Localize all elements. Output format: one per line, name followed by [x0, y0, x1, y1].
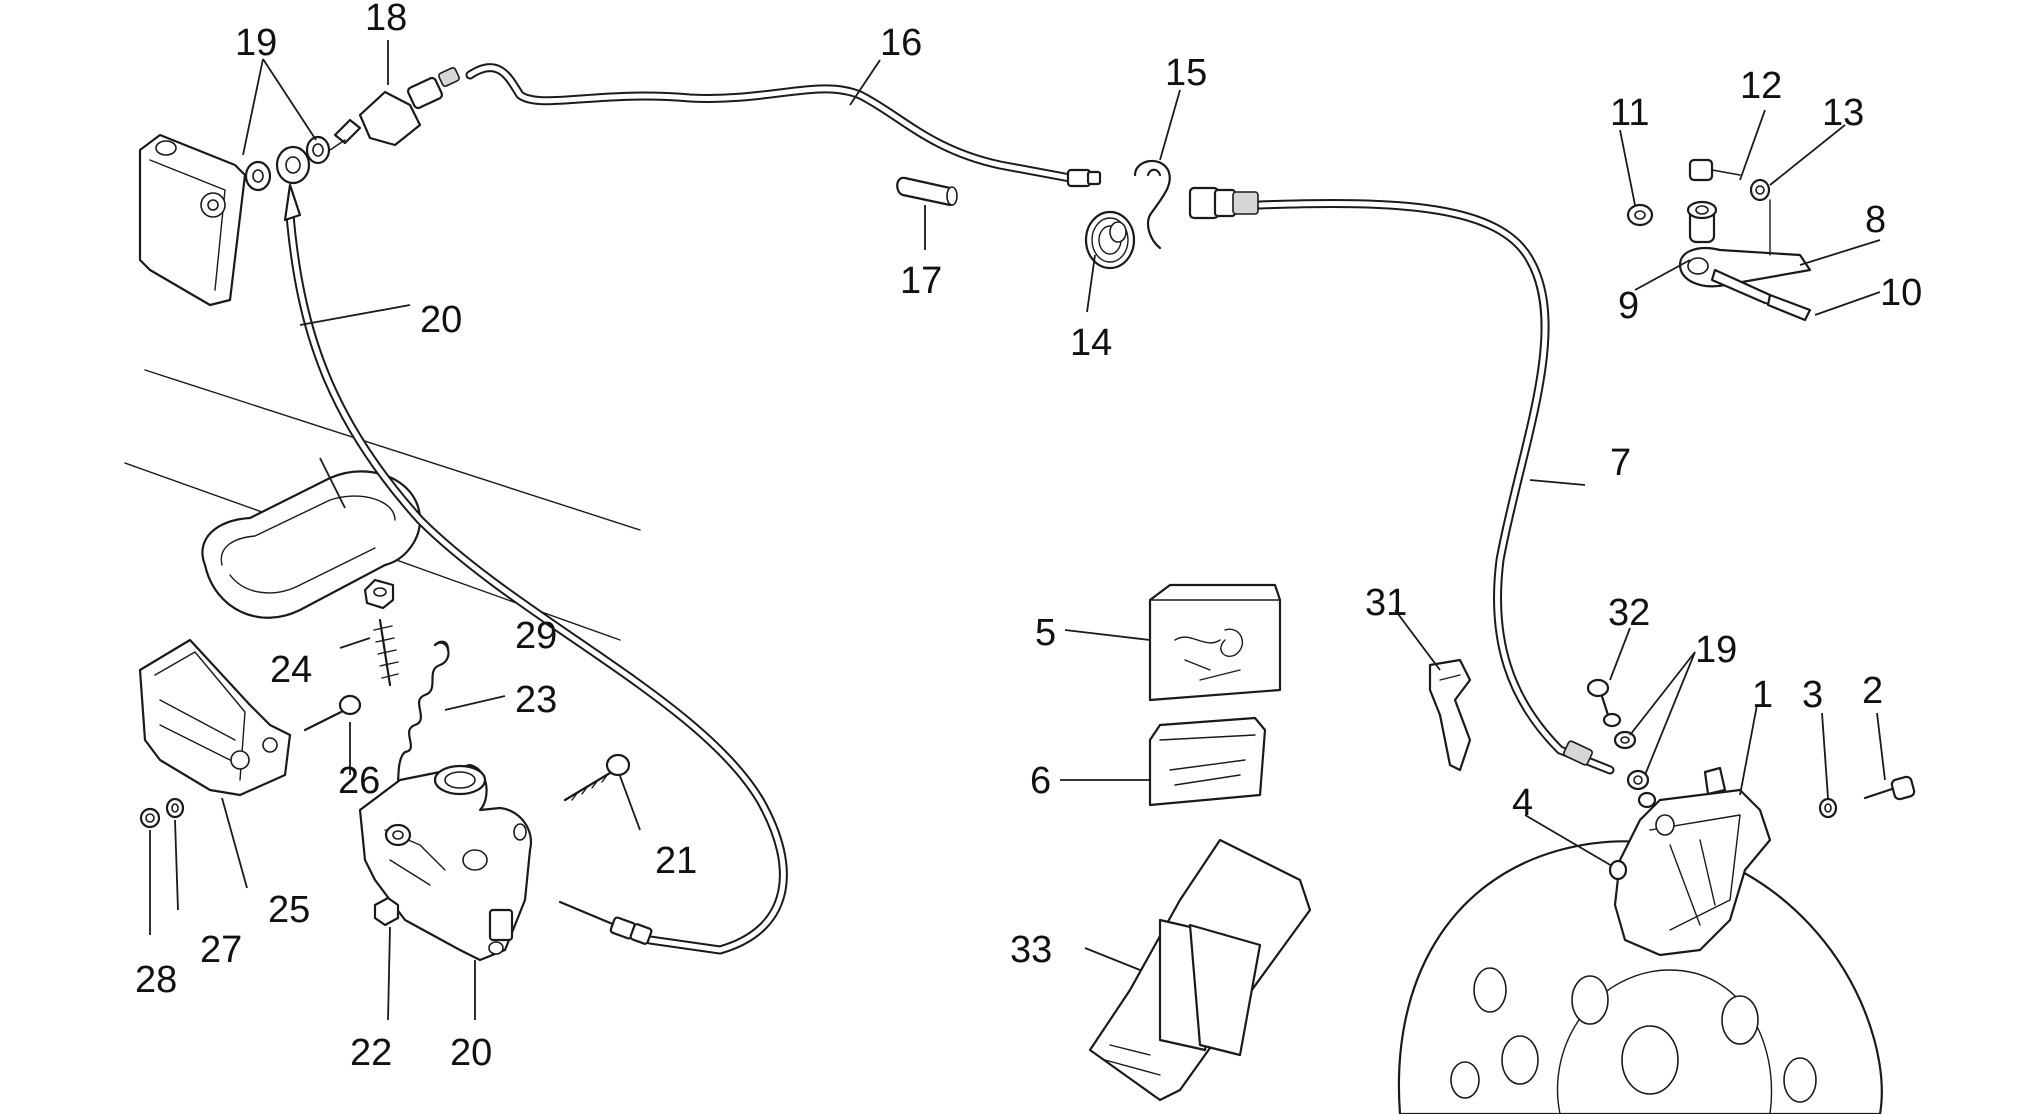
pedal-bracket-26: [138, 638, 292, 797]
callout-24: 23: [515, 679, 557, 721]
kit-6: [1148, 716, 1267, 807]
grommet-14: [1084, 210, 1136, 270]
callout-32: 32: [1608, 592, 1650, 634]
callout-16: 16: [880, 22, 922, 64]
callout-9: 9: [1618, 285, 1639, 327]
bleeder-32: [1586, 678, 1622, 728]
callout-15: 15: [1165, 52, 1207, 94]
callout-30: 29: [515, 615, 557, 657]
brake-hose-20: [285, 210, 788, 955]
bolt-22: [563, 753, 631, 802]
nut-4: [1608, 859, 1628, 881]
callout-21: 20: [450, 1032, 492, 1074]
brake-pipe-16: [465, 63, 1102, 188]
callout-19-lower: 19: [1695, 629, 1737, 671]
callout-19-upper: 19: [235, 22, 277, 64]
clip-31: [1428, 658, 1472, 772]
washer-3: [1818, 797, 1838, 819]
bolt-2: [1863, 775, 1916, 801]
callout-29: 28: [135, 959, 177, 1001]
callout-8: 8: [1865, 199, 1886, 241]
front-caliper-1: [1613, 766, 1772, 957]
callout-18: 18: [365, 0, 407, 39]
leader-lines: [149, 40, 1886, 1021]
callout-4: 4: [1512, 782, 1533, 824]
callout-14: 14: [1070, 322, 1112, 364]
callout-3: 3: [1802, 674, 1823, 716]
callout-12: 12: [1740, 65, 1782, 107]
brake-disc: [1397, 840, 1883, 1114]
callout-labels: 19 18 16 17 15 14 20 29 24 23 26 21 25 2…: [135, 0, 1922, 1074]
rear-hose-fitting: [558, 900, 653, 945]
kit-5: [1148, 583, 1282, 702]
hose-union: [1188, 186, 1259, 220]
callout-1: 1: [1752, 674, 1773, 716]
callout-23: 22: [350, 1032, 392, 1074]
callout-31: 31: [1365, 582, 1407, 624]
callout-27: 26: [338, 760, 380, 802]
bracket-assembly: [1626, 158, 1812, 322]
callout-25: 24: [270, 649, 312, 691]
callout-6: 6: [1030, 760, 1051, 802]
banjo-fitting-upper: [244, 135, 331, 222]
callout-26: 25: [268, 889, 310, 931]
spring-assembly: [363, 578, 450, 817]
kit-33: [1088, 838, 1312, 1102]
bolt-27: [303, 694, 362, 732]
callout-20: 20: [420, 299, 462, 341]
callout-22: 21: [655, 840, 697, 882]
nut-23: [373, 896, 400, 927]
air-duct: [201, 470, 422, 619]
nut-washer-28-29: [139, 797, 185, 829]
callout-33: 33: [1010, 929, 1052, 971]
sleeve-17: [896, 176, 958, 207]
callout-7: 7: [1610, 442, 1631, 484]
rear-master-cylinder-21: [358, 763, 533, 962]
washers-19-lower: [1613, 730, 1657, 809]
callout-13: 13: [1822, 92, 1864, 134]
callout-5: 5: [1035, 612, 1056, 654]
brake-light-switch-18: [329, 67, 460, 151]
hose-clip-15: [1133, 159, 1171, 250]
callout-17: 17: [900, 260, 942, 302]
callout-11: 11: [1610, 92, 1649, 134]
callout-28: 27: [200, 929, 242, 971]
callout-10: 10: [1880, 272, 1922, 314]
brake-hose-7: [1255, 199, 1615, 775]
callout-2: 2: [1862, 670, 1883, 712]
master-cylinder-bracket: [138, 133, 247, 307]
